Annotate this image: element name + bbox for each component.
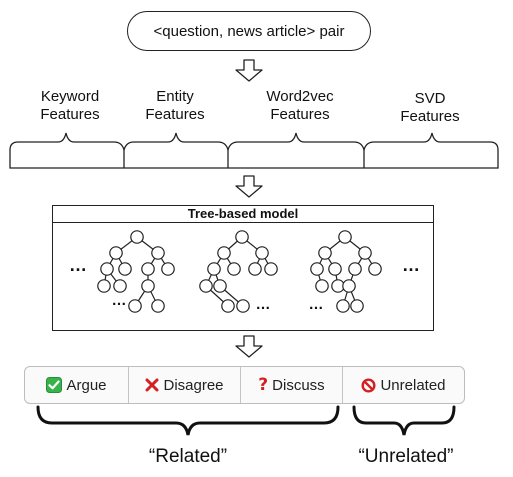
tree-node [151, 299, 165, 313]
entity-features-label: Entity Features [145, 88, 205, 123]
ellipsis-mark: … [309, 296, 324, 313]
tree-node [248, 262, 262, 276]
tree-node [151, 246, 165, 260]
tree-node [113, 279, 127, 293]
arrow-down-icon [235, 59, 263, 82]
related-brace [36, 405, 340, 436]
unrelated-group-label: “Unrelated” [358, 446, 454, 467]
arrow-down-icon [235, 175, 263, 198]
tree-model-title: Tree-based model [53, 206, 433, 223]
class-disagree-label: Disagree [163, 376, 224, 394]
tree-node [310, 262, 324, 276]
ellipsis-mark: … [402, 255, 420, 275]
input-pair-label: <question, news article> pair [153, 22, 345, 40]
tree-node [97, 279, 111, 293]
ellipsis-mark: … [69, 255, 87, 275]
output-classes-bar: Argue Disagree ? Discuss Unrelated [24, 366, 465, 404]
tree-node [141, 262, 155, 276]
keyword-brace [9, 132, 125, 151]
tree-node [213, 279, 227, 293]
tree-node [227, 262, 241, 276]
tree-node [100, 262, 114, 276]
ellipsis-mark: … [112, 292, 127, 309]
tree-node [315, 279, 329, 293]
tree-node [358, 246, 372, 260]
no-entry-icon [361, 377, 376, 393]
tree-node [236, 299, 250, 313]
class-unrelated-label: Unrelated [380, 376, 446, 394]
svd-brace [363, 132, 499, 151]
class-disagree: Disagree [129, 367, 240, 403]
tree-node [348, 262, 362, 276]
tree-node [336, 299, 350, 313]
divider [342, 367, 343, 403]
tree-node [118, 262, 132, 276]
tree-node [221, 299, 235, 313]
tree-ensemble: … … … … … [69, 230, 420, 313]
feature-vector [9, 150, 499, 169]
divider [128, 367, 129, 403]
tree-node [207, 262, 221, 276]
svd-features-label: SVD Features [400, 90, 460, 125]
tree-node [350, 299, 364, 313]
decision-tree-3 [310, 230, 382, 313]
tree-node [109, 246, 123, 260]
input-pair-node: <question, news article> pair [127, 11, 371, 51]
tree-node [255, 246, 269, 260]
decision-tree-2 [199, 230, 278, 313]
divider [240, 367, 241, 403]
class-argue: Argue [25, 367, 128, 403]
tree-node [141, 279, 155, 293]
decision-tree-1 [97, 230, 175, 313]
keyword-features-label: Keyword Features [40, 88, 100, 123]
arrow-down-icon [235, 335, 263, 358]
tree-node [264, 262, 278, 276]
class-discuss: ? Discuss [241, 367, 342, 403]
tree-node [217, 246, 231, 260]
tree-node [235, 230, 249, 244]
tree-node [130, 230, 144, 244]
tree-node [318, 246, 332, 260]
check-icon [46, 377, 63, 393]
output-braces [36, 405, 456, 436]
unrelated-brace [352, 405, 456, 436]
tree-node [161, 262, 175, 276]
word2vec-brace [227, 132, 365, 151]
feature-braces [9, 132, 499, 151]
tree-node [328, 262, 342, 276]
entity-brace [123, 132, 229, 151]
related-group-label: “Related” [148, 446, 228, 467]
ellipsis-mark: … [256, 296, 271, 313]
tree-node [368, 262, 382, 276]
tree-node [128, 299, 142, 313]
tree-node [342, 279, 356, 293]
cross-icon [145, 378, 159, 392]
class-discuss-label: Discuss [272, 376, 325, 394]
tree-node [338, 230, 352, 244]
question-icon: ? [258, 375, 269, 395]
class-argue-label: Argue [66, 376, 107, 394]
word2vec-features-label: Word2vec Features [266, 88, 334, 123]
class-unrelated: Unrelated [343, 367, 464, 403]
tree-node [199, 279, 213, 293]
